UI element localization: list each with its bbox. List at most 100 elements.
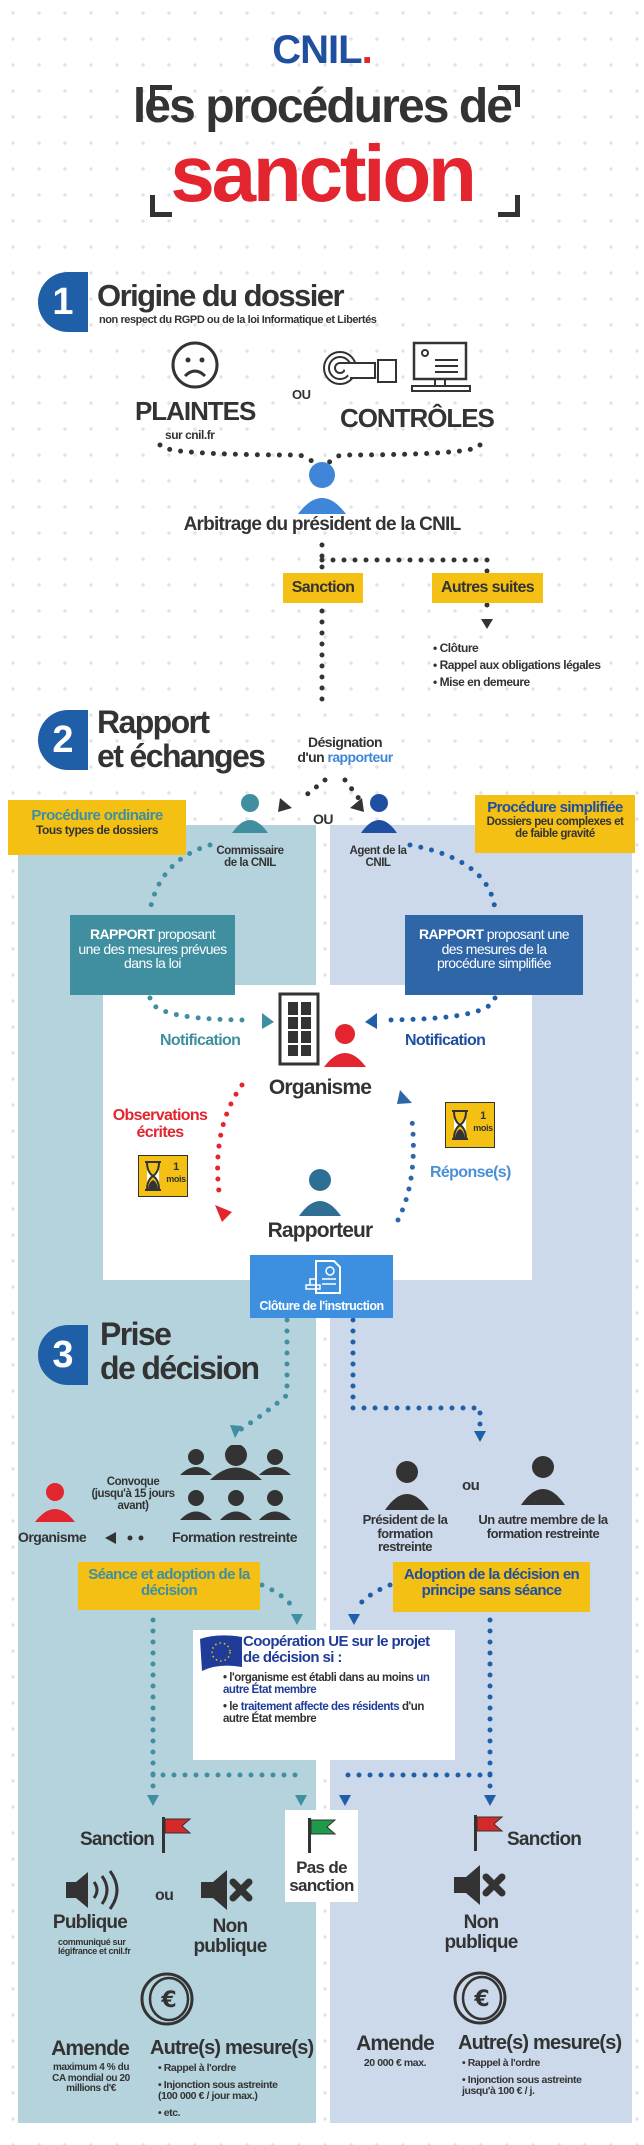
arbitrage-label: Arbitrage du président de la CNIL	[183, 514, 462, 535]
green-flag-icon	[307, 1818, 336, 1853]
section2-title-line2: et échanges	[97, 738, 266, 774]
simplified-procedure-box: Procédure simplifiée Dossiers peu comple…	[475, 795, 635, 853]
plaintes-sublabel: sur cnil.fr	[165, 428, 215, 442]
eu-condition-2: • le traitement affecte des résidents d'…	[223, 1700, 424, 1725]
publique-label: Publique	[52, 1912, 128, 1933]
reponses-label: Réponse(s)	[430, 1164, 511, 1181]
euro-coin-icon-right: €	[453, 1971, 507, 2025]
sanction-box: Sanction	[283, 573, 363, 603]
sad-face-icon	[171, 341, 219, 389]
publique-sublabel: communiqué sur légifrance et cnil.fr	[58, 1937, 131, 1957]
controles-label: CONTRÔLES	[340, 403, 495, 433]
list-item: • Injonction sous astreinte (100 000 € /…	[158, 2079, 278, 2103]
list-item: • Rappel à l'ordre	[158, 2062, 236, 2074]
speaker-mute-icon-right	[454, 1865, 506, 1905]
arrow-commissaire	[278, 798, 292, 812]
list-item: • Rappel aux obligations légales	[433, 658, 601, 672]
fingerprint-scan-icon	[323, 351, 397, 385]
page-title-line1: les procédures de	[132, 80, 513, 133]
agent-label: Agent de la CNIL	[349, 845, 407, 870]
step-number-3: 3	[38, 1325, 88, 1385]
svg-text:€: €	[473, 1987, 489, 2012]
red-flag-icon	[162, 1817, 192, 1853]
autres-suites-box: Autres suites	[432, 573, 543, 603]
computer-icon	[411, 341, 471, 392]
president-person-icon	[298, 462, 346, 514]
commissaire-label: Commissaire de la CNIL	[216, 845, 284, 870]
step-number-1: 1	[38, 272, 88, 332]
list-item: • Clôture	[433, 641, 479, 655]
page-title-line2: sanction	[170, 129, 477, 218]
president-formation-icon	[385, 1461, 429, 1510]
connector-autres	[319, 557, 490, 575]
president-formation-label: Président de la formation restreinte	[362, 1512, 448, 1555]
autre-membre-icon	[521, 1456, 565, 1505]
notification-left-label: Notification	[160, 1032, 241, 1049]
bracket-bottom-left-icon	[150, 195, 172, 217]
eu-flag-icon	[200, 1635, 242, 1671]
euro-coin-icon: €	[140, 1972, 194, 2026]
hourglass-icon	[145, 1161, 161, 1191]
commissaire-person-icon	[232, 794, 268, 833]
left-sanction-label: Sanction	[80, 1829, 155, 1850]
eu-condition-1: • l'organisme est établi dans au moins u…	[223, 1671, 430, 1696]
or-label-3: ou	[462, 1477, 480, 1494]
or-label-1: OU	[292, 387, 311, 402]
convoque-label: Convoque (jusqu'à 15 jours avant)	[91, 1476, 175, 1513]
right-autres-title: Autre(s) mesure(s)	[458, 2032, 622, 2054]
hourglass-icon	[452, 1110, 468, 1140]
notification-right-label: Notification	[405, 1032, 486, 1049]
speaker-mute-icon	[201, 1870, 253, 1910]
organisme-label: Organisme	[268, 1076, 372, 1099]
formation-group-icon	[180, 1445, 291, 1520]
connector-designation	[297, 777, 363, 803]
seance-box: Séance et adoption de la décision	[78, 1562, 260, 1610]
autre-membre-label: Un autre membre de la formation restrein…	[478, 1512, 608, 1541]
section3-title-line2: de décision	[100, 1350, 260, 1386]
ordinary-procedure-box: Procédure ordinaire Tous types de dossie…	[8, 800, 186, 855]
rapporteur-label: Rapporteur	[267, 1219, 374, 1242]
rapporteur-person-icon	[299, 1169, 341, 1216]
hourglass-delay-right: 1 mois	[445, 1102, 495, 1148]
bracket-top-right-icon	[498, 85, 520, 107]
pas-de-sanction-box: Pas de sanction	[285, 1810, 358, 1902]
adoption-box: Adoption de la décision en principe sans…	[393, 1562, 590, 1612]
or-label-2: OU	[313, 811, 333, 827]
red-flag-icon-right	[474, 1815, 504, 1851]
list-item: • Injonction sous astreinte jusqu'à 100 …	[462, 2074, 582, 2098]
section1-subtitle: non respect du RGPD ou de la loi Informa…	[99, 314, 377, 326]
cnil-logo: CNIL.	[272, 28, 372, 72]
observations-label: Observations écrites	[112, 1107, 208, 1141]
left-autres-title: Autre(s) mesure(s)	[150, 2037, 314, 2059]
eu-cooperation-box: Coopération UE sur le projet de décision…	[193, 1630, 455, 1760]
right-autres-list: • Rappel à l'ordre • Injonction sous ast…	[462, 2057, 612, 2098]
document-stamp-icon	[304, 1260, 341, 1294]
right-non-publique-label: Non publique	[444, 1912, 518, 1953]
left-non-publique-label: Non publique	[193, 1916, 267, 1957]
left-autres-list: • Rappel à l'ordre • Injonction sous ast…	[158, 2062, 298, 2120]
right-sanction-label: Sanction	[507, 1829, 582, 1850]
section1-title: Origine du dossier	[97, 278, 345, 313]
section2-title-line1: Rapport	[97, 704, 210, 740]
section3-title-line1: Prise	[100, 1316, 172, 1352]
or-label-4: ou	[155, 1887, 174, 1904]
speaker-loud-icon	[66, 1870, 119, 1910]
list-item: • etc.	[158, 2107, 181, 2120]
list-item: • Mise en demeure	[433, 675, 530, 689]
cloture-box: Clôture de l'instruction	[250, 1255, 393, 1318]
organisme-red-person-icon	[35, 1483, 75, 1522]
rapport-ordinary-box: RAPPORT proposant une des mesures prévue…	[70, 915, 235, 995]
right-amende-title: Amende	[356, 2032, 435, 2055]
autres-suites-list: • Clôture • Rappel aux obligations légal…	[433, 640, 601, 691]
left-amende-detail: maximum 4 % du CA mondial ou 20 millions…	[52, 2062, 130, 2094]
list-item: • Rappel à l'ordre	[462, 2057, 540, 2069]
bracket-top-left-icon	[150, 85, 172, 107]
svg-text:€: €	[160, 1988, 176, 2013]
plaintes-label: PLAINTES	[135, 396, 256, 426]
left-amende-title: Amende	[51, 2037, 130, 2060]
rapport-simplified-box: RAPPORT proposant une des mesures de la …	[405, 915, 583, 995]
formation-label: Formation restreinte	[172, 1529, 298, 1545]
arrow-autres	[481, 619, 493, 629]
right-amende-detail: 20 000 € max.	[363, 2057, 427, 2069]
agent-person-icon	[361, 794, 397, 833]
